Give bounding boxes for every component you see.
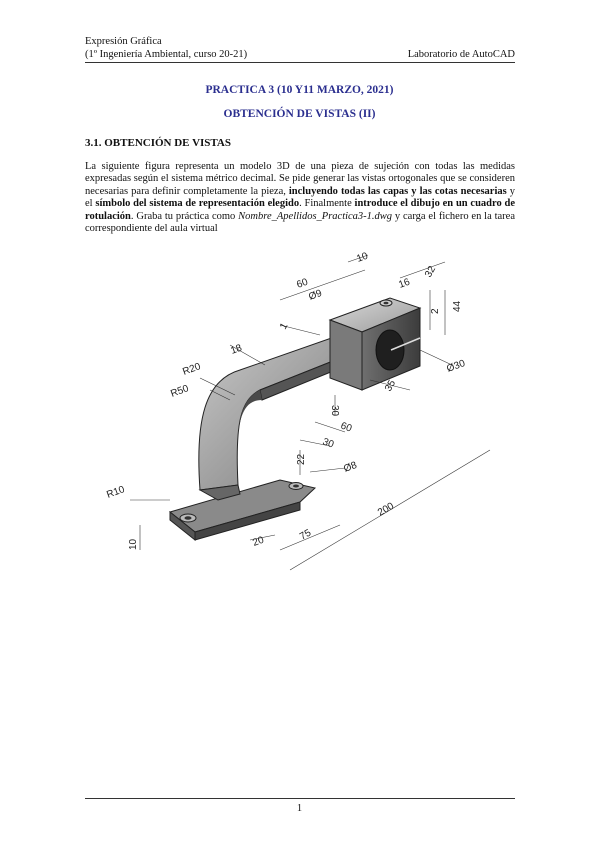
- dim-label: 60: [339, 420, 354, 434]
- dim-label: 1: [278, 321, 291, 332]
- header-course: (1º Ingeniería Ambiental, curso 20-21): [85, 49, 248, 60]
- dim-label: 20: [251, 535, 266, 549]
- dimension-lines: [130, 254, 491, 571]
- dim-label: Ø8: [342, 460, 359, 475]
- dim-label: 60: [295, 277, 310, 291]
- header-lab: Laboratorio de AutoCAD: [407, 49, 515, 60]
- dim-label: 44: [452, 300, 463, 312]
- footer-divider: [85, 798, 515, 799]
- curved-arm: [198, 334, 349, 501]
- dim-label: 30: [321, 436, 336, 450]
- instructions-paragraph: La siguiente figura representa un modelo…: [85, 161, 516, 235]
- header-divider: [85, 62, 515, 63]
- dim-label: R10: [105, 484, 126, 501]
- header-left: Expresión Gráfica (1º Ingeniería Ambient…: [85, 35, 247, 61]
- clamp-block: [328, 297, 422, 391]
- dim-label: 10: [355, 251, 370, 265]
- page-number: 1: [296, 803, 303, 814]
- dim-label: 30: [329, 405, 340, 417]
- dim-label: Ø30: [445, 358, 467, 375]
- dim-label: 75: [298, 527, 314, 542]
- dim-label: 18: [229, 343, 244, 357]
- dim-label: R50: [169, 383, 190, 400]
- base-plate: [168, 479, 317, 542]
- dim-label: 22: [296, 453, 307, 465]
- part-drawing: 10 60 32 16 Ø9 2 44 1 18 R20 R50 Ø30 35 …: [105, 251, 491, 571]
- dim-label: 200: [376, 501, 396, 519]
- practice-subtitle: OBTENCIÓN DE VISTAS (II): [223, 108, 376, 120]
- dim-label: R20: [181, 361, 202, 378]
- header-subject: Expresión Gráfica: [85, 36, 162, 47]
- practice-title: PRACTICA 3 (10 Y11 MARZO, 2021): [205, 84, 394, 96]
- dim-label: 16: [397, 277, 412, 291]
- dim-label: 32: [423, 264, 438, 280]
- dim-label: 10: [128, 538, 139, 550]
- dim-label: 35: [383, 378, 398, 394]
- section-heading: 3.1. OBTENCIÓN DE VISTAS: [85, 137, 231, 149]
- dim-label: Ø9: [307, 288, 324, 303]
- dim-label: 2: [430, 308, 441, 314]
